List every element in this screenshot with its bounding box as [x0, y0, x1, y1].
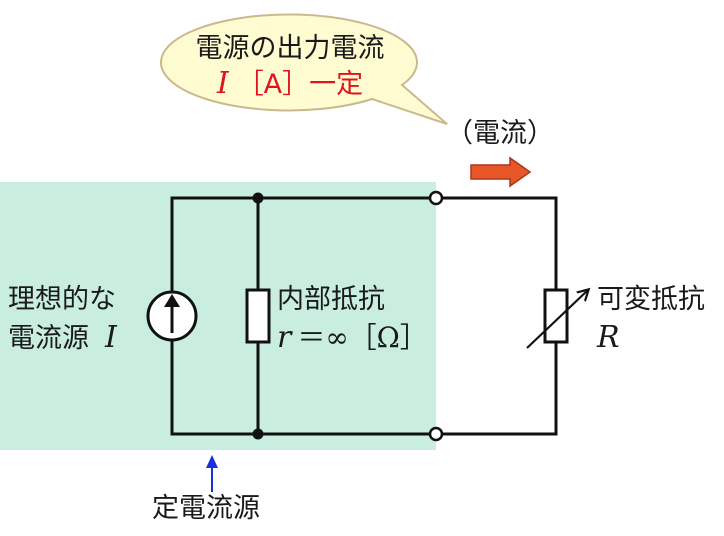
speech-bubble-shape — [160, 13, 448, 125]
terminal-top — [428, 190, 444, 206]
source-label-line2: 電流源 I — [8, 320, 118, 355]
terminal-bottom — [428, 426, 444, 442]
variable-arrow-icon — [526, 290, 588, 349]
current-direction-arrow-icon — [470, 156, 532, 188]
junction-dot-top — [252, 192, 264, 204]
variable-resistor-label: 可変抵抗 — [597, 284, 705, 315]
source-symbol: I — [104, 320, 118, 355]
bubble-line2: I ［A］一定 — [216, 66, 363, 101]
junction-dot-bottom — [252, 428, 264, 440]
current-label: （電流） — [446, 118, 554, 149]
variable-resistor-symbol-label: R — [596, 320, 620, 355]
up-arrow-icon — [164, 294, 180, 307]
source-label-text: 電流源 — [8, 323, 89, 354]
internal-resistance-value-line: r ＝∞［Ω］ — [277, 320, 428, 355]
current-source-symbol — [146, 290, 198, 342]
source-label-line1: 理想的な — [8, 284, 116, 315]
variable-resistor-symbol — [526, 290, 588, 349]
speech-bubble: 電源の出力電流 I ［A］一定 — [160, 13, 448, 125]
bubble-line1: 電源の出力電流 — [196, 33, 385, 64]
circuit-wires — [170, 196, 558, 436]
internal-resistance-label: 内部抵抗 — [277, 284, 385, 315]
internal-resistance-symbol: r — [277, 320, 293, 355]
bubble-constant-text: ［A］一定 — [237, 69, 363, 100]
constant-source-label: 定電流源 — [152, 493, 260, 524]
constant-source-pointer-arrow-icon — [206, 455, 218, 492]
internal-resistance-value: ＝∞［Ω］ — [297, 321, 428, 354]
bubble-current-symbol: I — [216, 66, 230, 101]
internal-resistor-symbol — [245, 288, 271, 344]
current-source-region — [0, 182, 436, 450]
